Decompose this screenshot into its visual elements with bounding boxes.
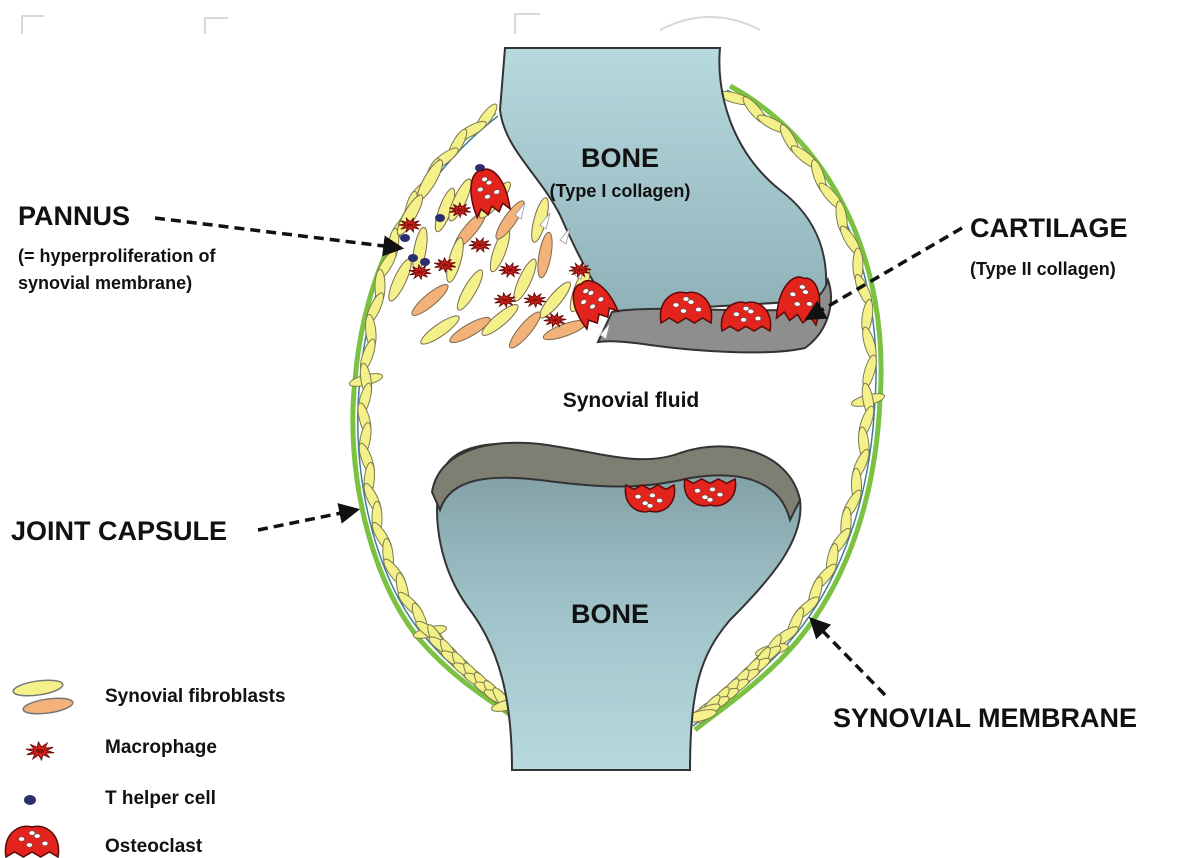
top-bone-sublabel: (Type I collagen) — [550, 181, 691, 201]
page-corner-marks — [22, 14, 760, 34]
cartilage-pointer — [808, 228, 962, 318]
osteoclast — [5, 826, 58, 857]
osteoclast-icon — [5, 826, 58, 857]
macrophage — [26, 742, 54, 760]
t-helper-cell — [408, 254, 418, 262]
pannus-sublabel-line1: (= hyperproliferation of — [18, 246, 217, 266]
top-bone — [500, 48, 826, 312]
t-helper-cell — [420, 258, 430, 266]
legend-macrophage-label: Macrophage — [105, 737, 217, 758]
fibroblast — [409, 281, 452, 320]
osteoclast — [684, 479, 735, 506]
macrophage — [409, 265, 431, 279]
legend-fibroblasts-label: Synovial fibroblasts — [105, 686, 286, 707]
legend: Synovial fibroblasts Macrophage T helper… — [5, 678, 285, 857]
legend-t-helper-label: T helper cell — [105, 788, 216, 809]
osteoclast — [721, 302, 770, 331]
fibroblast — [453, 267, 486, 313]
osteoclast — [660, 292, 711, 323]
joint-capsule-label: JOINT CAPSULE — [11, 516, 227, 546]
t-helper-cell — [435, 214, 445, 222]
fibroblast-icon — [12, 678, 73, 717]
synovial-fluid-label: Synovial fluid — [563, 389, 700, 412]
legend-osteoclast-label: Osteoclast — [105, 836, 203, 857]
pannus-pointer — [155, 218, 400, 248]
joint-capsule-pointer — [258, 510, 356, 530]
pannus-label: PANNUS — [18, 201, 130, 231]
cartilage-sublabel: (Type II collagen) — [970, 259, 1116, 279]
t-helper-cell — [400, 234, 410, 242]
bottom-bone-label: BONE — [571, 599, 649, 629]
t-helper-cell-icon — [24, 795, 36, 805]
top-bone-label: BONE — [581, 143, 659, 173]
macrophage — [494, 293, 516, 307]
fibroblast — [443, 236, 466, 284]
macrophage — [469, 238, 491, 251]
synovial-membrane-pointer — [812, 620, 885, 695]
osteoclast — [465, 166, 511, 218]
macrophage-icon — [26, 742, 54, 760]
synovial-membrane-label: SYNOVIAL MEMBRANE — [833, 703, 1137, 733]
pannus-sublabel-line2: synovial membrane) — [18, 273, 192, 293]
osteoclast — [625, 485, 674, 512]
macrophage — [524, 293, 546, 307]
cartilage-label: CARTILAGE — [970, 213, 1128, 243]
macrophage — [499, 263, 521, 277]
